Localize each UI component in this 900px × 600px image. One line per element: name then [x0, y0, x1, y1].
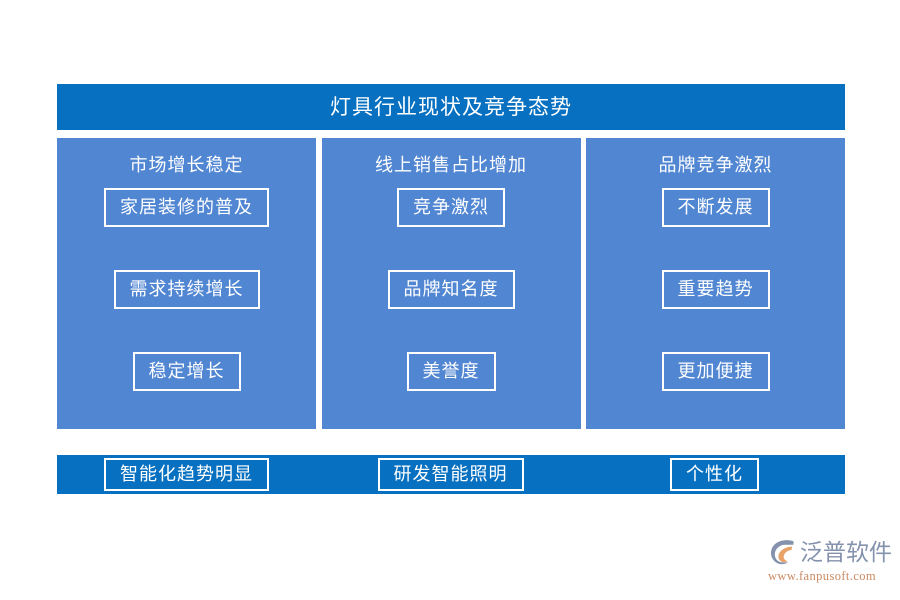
node-box[interactable]: 重要趋势 [661, 270, 770, 309]
node-box[interactable]: 家居装修的普及 [104, 188, 269, 227]
logo-wordmark: 泛普软件 [800, 538, 892, 565]
column-online-sales: 线上销售占比增加 竞争激烈 品牌知名度 美誉度 [321, 138, 581, 429]
column-brand-competition: 品牌竞争激烈 不断发展 重要趋势 更加便捷 [586, 138, 845, 429]
column-title: 线上销售占比增加 [375, 155, 527, 175]
node-box[interactable]: 需求持续增长 [113, 270, 260, 309]
node-stack: 不断发展 重要趋势 更加便捷 [586, 188, 845, 434]
logo-url: www.fanpusoft.com [768, 569, 877, 583]
header-band: 灯具行业现状及竞争态势 [57, 84, 845, 130]
node-slot: 品牌知名度 [322, 270, 581, 352]
node-stack: 竞争激烈 品牌知名度 美誉度 [322, 188, 581, 434]
fanpu-swoosh-icon [768, 537, 798, 567]
node-box[interactable]: 稳定增长 [132, 352, 241, 391]
brand-logo: 泛普软件 www.fanpusoft.com [768, 537, 892, 587]
column-title: 品牌竞争激烈 [658, 155, 773, 175]
node-box[interactable]: 品牌知名度 [387, 270, 515, 309]
node-box[interactable]: 美誉度 [406, 352, 496, 391]
node-box[interactable]: 更加便捷 [661, 352, 770, 391]
page-title: 灯具行业现状及竞争态势 [330, 94, 572, 119]
node-stack: 家居装修的普及 需求持续增长 稳定增长 [57, 188, 316, 434]
footer-slot: 研发智能照明 [321, 458, 580, 491]
column-title: 市场增长稳定 [129, 155, 244, 175]
column-market-growth: 市场增长稳定 家居装修的普及 需求持续增长 稳定增长 [57, 138, 316, 429]
logo-row: 泛普软件 [768, 537, 892, 567]
footer-band: 智能化趋势明显 研发智能照明 个性化 [57, 455, 845, 494]
node-box[interactable]: 竞争激烈 [397, 188, 505, 227]
footer-slot: 个性化 [585, 458, 844, 491]
node-slot: 更加便捷 [586, 352, 845, 434]
node-slot: 不断发展 [586, 188, 845, 270]
footer-slot: 智能化趋势明显 [57, 458, 316, 491]
diagram-root: 灯具行业现状及竞争态势 市场增长稳定 家居装修的普及 需求持续增长 稳定增长 线… [57, 84, 845, 494]
footer-box[interactable]: 智能化趋势明显 [104, 458, 269, 491]
columns-container: 市场增长稳定 家居装修的普及 需求持续增长 稳定增长 线上销售占比增加 竞争激烈 [57, 138, 845, 429]
footer-box[interactable]: 研发智能照明 [377, 458, 524, 491]
node-slot: 竞争激烈 [322, 188, 581, 270]
node-slot: 重要趋势 [586, 270, 845, 352]
node-slot: 家居装修的普及 [57, 188, 316, 270]
node-slot: 稳定增长 [57, 352, 316, 434]
node-box[interactable]: 不断发展 [661, 188, 770, 227]
node-slot: 需求持续增长 [57, 270, 316, 352]
node-slot: 美誉度 [322, 352, 581, 434]
footer-box[interactable]: 个性化 [670, 458, 759, 491]
